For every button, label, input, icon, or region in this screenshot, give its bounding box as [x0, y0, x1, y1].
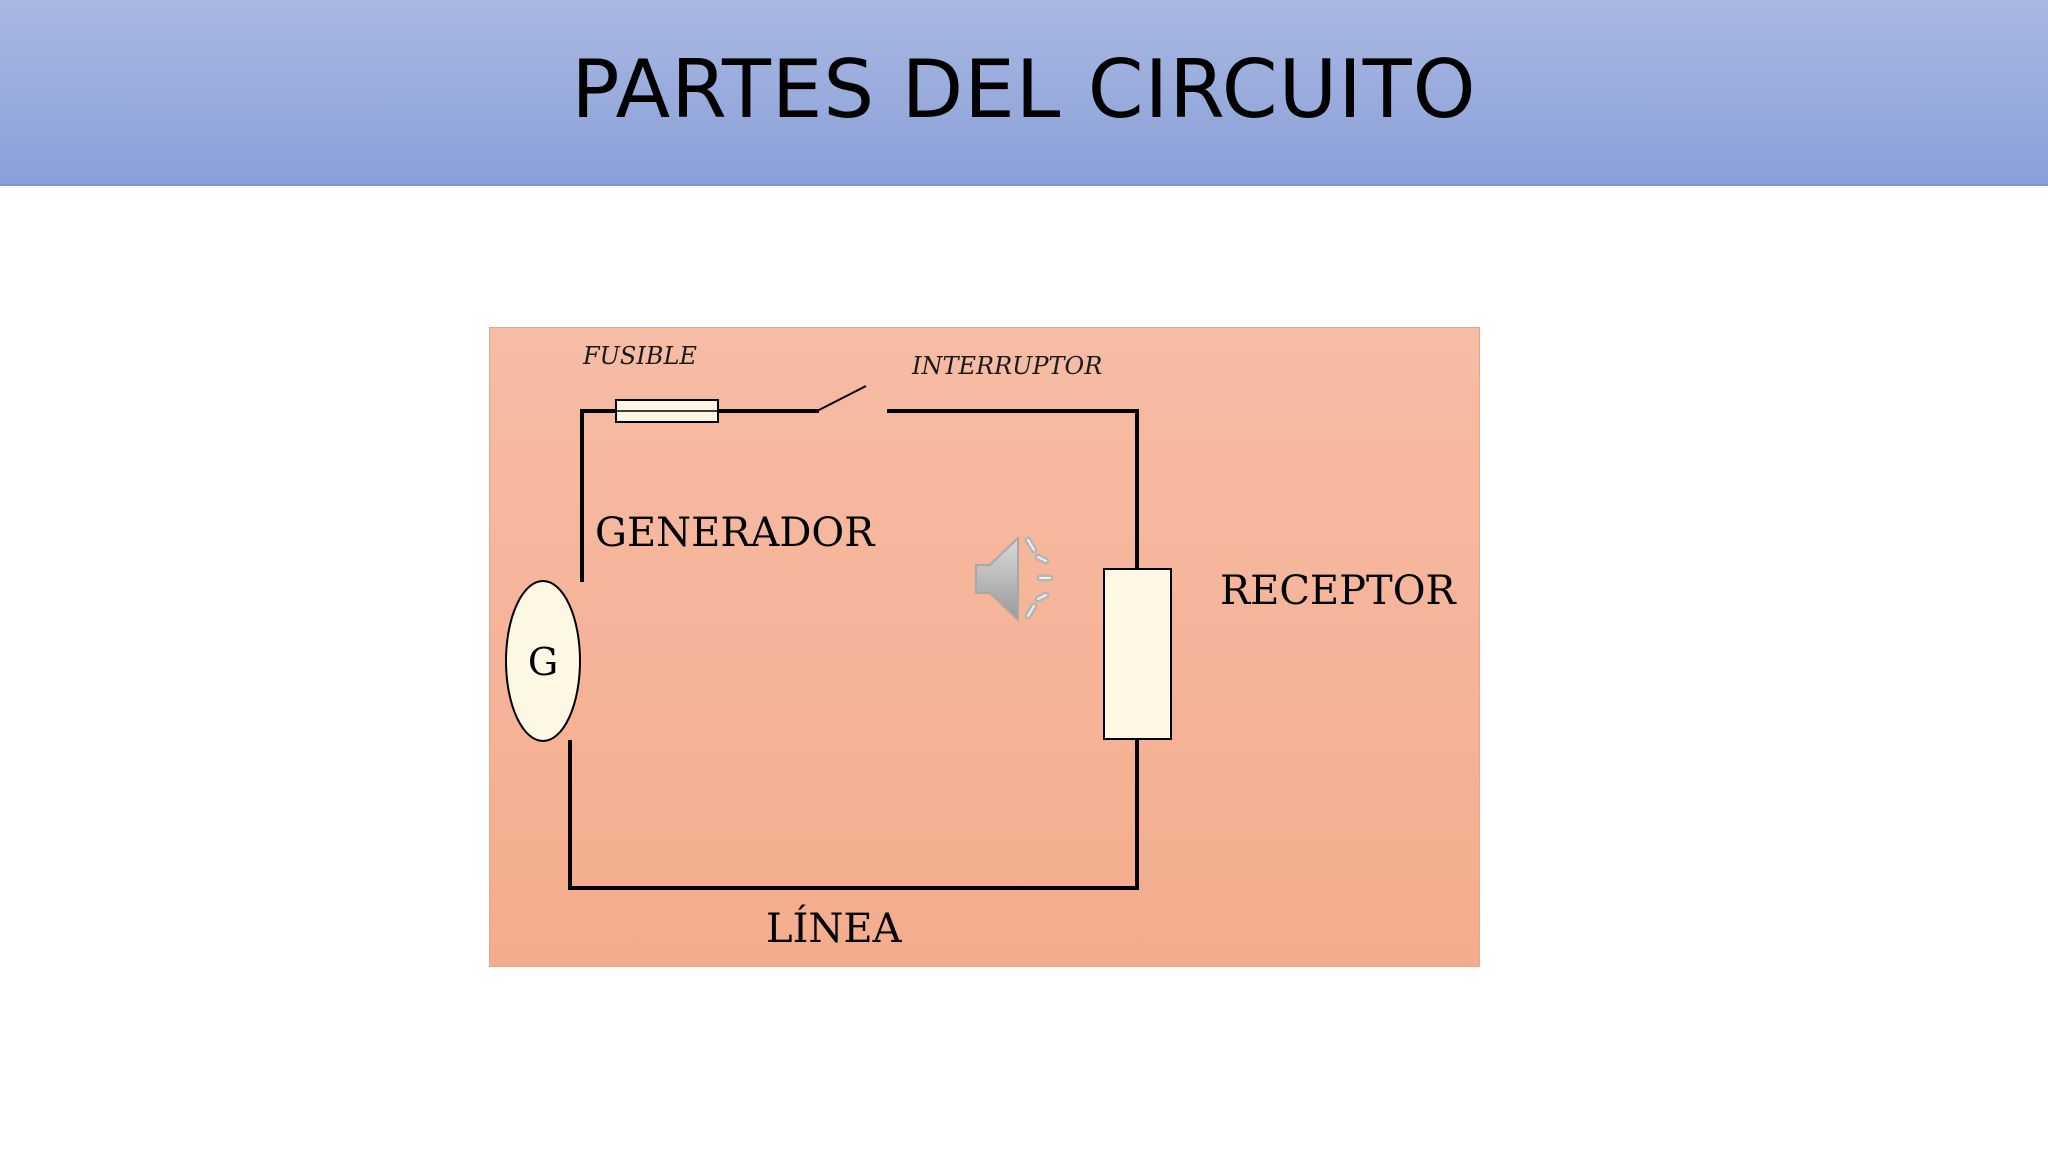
- fusible-label: FUSIBLE: [582, 342, 697, 370]
- title-bar: PARTES DEL CIRCUITO: [0, 0, 2048, 186]
- generator-symbol: [505, 580, 581, 742]
- speaker-icon[interactable]: [975, 535, 1054, 623]
- generator-letter: G: [528, 640, 558, 684]
- circuit-diagram-panel: G FUSIBLE INTERRUPTOR GENERADOR RECEPTOR…: [489, 327, 1480, 967]
- generador-label: GENERADOR: [595, 510, 876, 556]
- circuit-diagram: G FUSIBLE INTERRUPTOR GENERADOR RECEPTOR…: [505, 342, 1458, 952]
- receptor-label: RECEPTOR: [1220, 568, 1458, 614]
- switch-lever: [816, 385, 867, 412]
- receptor-symbol: [1103, 568, 1172, 740]
- interruptor-label: INTERRUPTOR: [911, 352, 1102, 380]
- slide-title: PARTES DEL CIRCUITO: [571, 43, 1477, 136]
- linea-label: LÍNEA: [766, 905, 903, 952]
- fuse-symbol: [615, 399, 719, 423]
- circuit-wires: [568, 409, 1139, 890]
